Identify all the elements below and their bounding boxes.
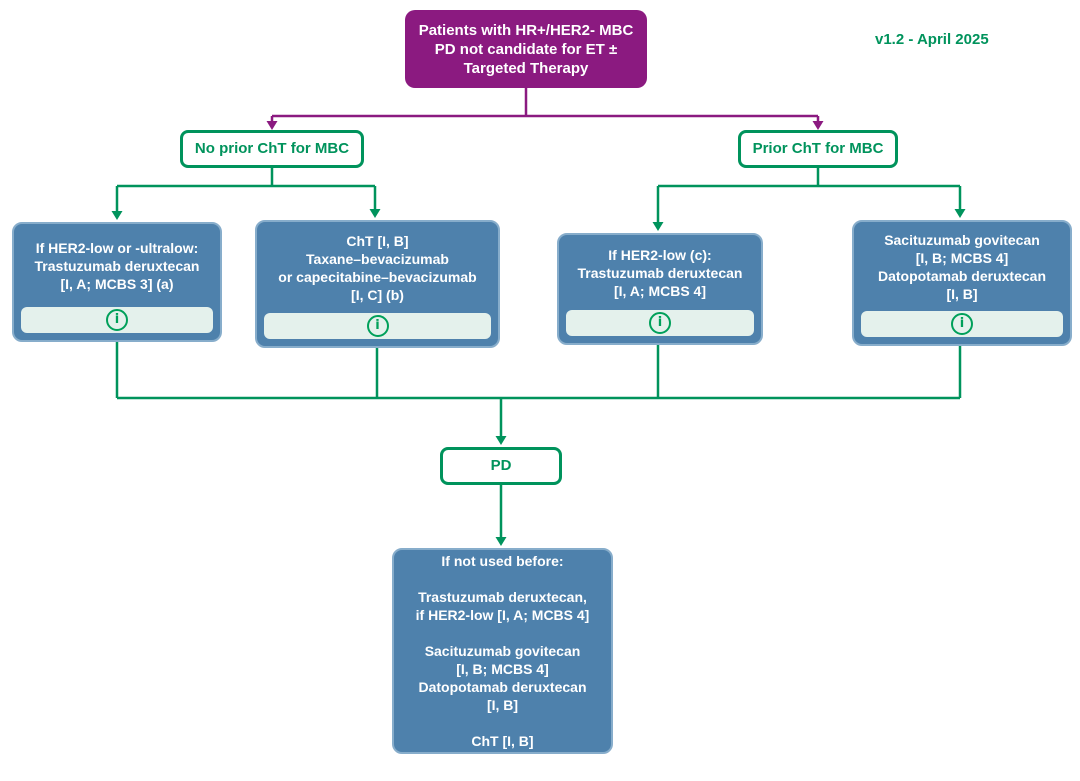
final-node-if-not-used-before: If not used before: Trastuzumab deruxtec… [392, 548, 613, 754]
info-button[interactable]: i [264, 313, 491, 339]
root-branch-arrowheads [266, 121, 824, 130]
option-node-sacituzumab-datopotamab: Sacituzumab govitecan[I, B; MCBS 4]Datop… [852, 220, 1072, 346]
option-text: Sacituzumab govitecan[I, B; MCBS 4]Datop… [877, 231, 1047, 302]
info-icon: i [106, 309, 128, 331]
info-icon: i [649, 312, 671, 334]
option-text: If HER2-low or -ultralow:Trastuzumab der… [34, 239, 200, 292]
option-node-trastuzumab-deruxtecan-her2low: If HER2-low (c):Trastuzumab deruxtecan[I… [557, 233, 763, 345]
option-node-trastuzumab-deruxtecan-ultralow: If HER2-low or -ultralow:Trastuzumab der… [12, 222, 222, 342]
root-branch-lines [270, 88, 820, 122]
version-label: v1.2 - April 2025 [875, 31, 989, 48]
info-icon: i [366, 315, 389, 337]
branch-node-prior-cht: Prior ChT for MBC [738, 130, 898, 168]
option-arrowheads [111, 209, 966, 546]
info-icon: i [951, 313, 973, 335]
pd-node: PD [440, 447, 562, 485]
info-button[interactable]: i [861, 311, 1063, 337]
branch-node-no-prior-cht: No prior ChT for MBC [180, 130, 364, 168]
info-button[interactable]: i [566, 310, 754, 336]
info-button[interactable]: i [21, 307, 213, 333]
option-text: If HER2-low (c):Trastuzumab deruxtecan[I… [577, 246, 743, 299]
